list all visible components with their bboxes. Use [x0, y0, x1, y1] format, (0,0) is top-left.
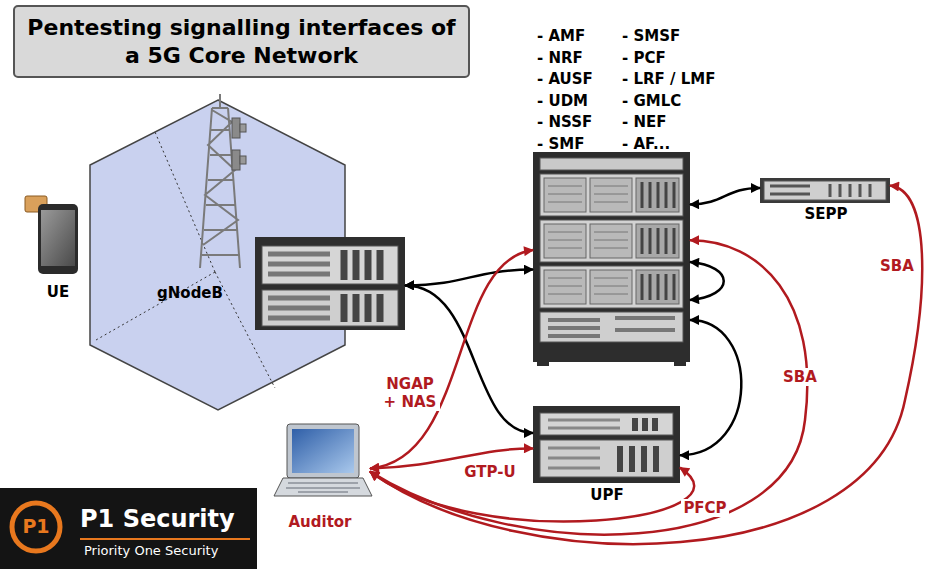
device-node: Auditor: [278, 422, 370, 502]
network-function-name: - GMLC: [622, 92, 681, 110]
antenna-mount: [240, 156, 246, 164]
upf-rack-frame: [533, 406, 680, 483]
logo-tagline: Priority One Security: [84, 543, 218, 559]
core-rack-unit: [540, 312, 683, 342]
sector-lines: [96, 132, 275, 388]
core-rack-unit: [540, 266, 683, 308]
laptop-base: [274, 478, 372, 496]
device-label: UE: [47, 283, 69, 301]
core-rack-frame: [533, 152, 690, 362]
interface-arrow: [370, 250, 533, 468]
core-rack-unit: [540, 220, 683, 262]
interface-arrow: [370, 240, 807, 534]
logo-mark: P1: [22, 515, 49, 538]
network-function-name: - PCF: [622, 49, 666, 67]
vent-slots: [620, 418, 656, 472]
logo-ring: [12, 503, 60, 551]
network-function-name: - LRF / LMF: [622, 70, 715, 88]
device-label: SEPP: [804, 205, 847, 223]
device-label: gNodeB: [157, 284, 223, 302]
vent-slots: [770, 184, 870, 197]
device-label: UPF: [590, 486, 623, 504]
drive-bays: [268, 254, 330, 318]
title-box: Pentesting signalling interfaces of a 5G…: [13, 5, 470, 78]
phone-body: [38, 204, 78, 274]
network-function-name: - AF...: [622, 135, 670, 153]
interface-label: NGAP + NAS: [380, 375, 440, 411]
phone-screen: [41, 210, 75, 266]
device-node: SEPP: [760, 178, 890, 203]
network-function-name: - UDM: [537, 92, 588, 110]
core-rack-unit: [540, 158, 683, 170]
interface-arrow: [370, 468, 694, 522]
gnodeb-server-frame: [255, 237, 405, 330]
antenna-mount: [240, 124, 246, 132]
network-function-name: - SMF: [537, 135, 584, 153]
laptop-keyboard: [286, 483, 360, 492]
title-text: Pentesting signalling interfaces of a 5G…: [19, 14, 464, 69]
laptop-lid: [287, 424, 359, 478]
sepp-frame: [760, 178, 890, 203]
device-node: UE: [25, 195, 80, 275]
network-function-name: - NSSF: [537, 113, 592, 131]
device-node: - AMF- NRF- AUSF- UDM- NSSF- SMF- SMSF- …: [533, 152, 690, 362]
network-function-name: - AUSF: [537, 70, 593, 88]
network-function-name: - NEF: [622, 113, 667, 131]
drive-bays: [548, 318, 675, 336]
logo-rule: [80, 538, 250, 540]
interface-label: SBA: [781, 368, 819, 386]
internal-sba-loop: [690, 262, 724, 300]
laptop-screen: [292, 429, 354, 473]
interface-label: GTP-U: [462, 463, 517, 481]
tower-lattice: [200, 94, 240, 268]
logo-name: P1 Security: [80, 505, 235, 534]
link-arrow: [690, 188, 760, 205]
network-function-name: - AMF: [537, 27, 585, 45]
logo-panel: [0, 488, 257, 569]
device-node: UPF: [533, 406, 680, 483]
interface-label: SBA: [878, 257, 916, 275]
drive-bays: [548, 420, 620, 468]
network-function-name: - NRF: [537, 49, 583, 67]
antenna: [232, 150, 240, 170]
rack-feet: [537, 362, 686, 366]
interface-arrow: [370, 186, 922, 545]
interface-label: PFCP: [681, 499, 728, 517]
core-rack-unit: [540, 174, 683, 216]
antenna: [232, 118, 240, 138]
sepp-unit: [764, 181, 886, 200]
device-label: Auditor: [288, 513, 351, 531]
device-node: gNodeB: [255, 237, 405, 330]
link-arrow: [405, 270, 533, 286]
vent-slots: [344, 250, 380, 322]
network-function-name: - SMSF: [622, 27, 680, 45]
link-arrow: [680, 320, 741, 455]
